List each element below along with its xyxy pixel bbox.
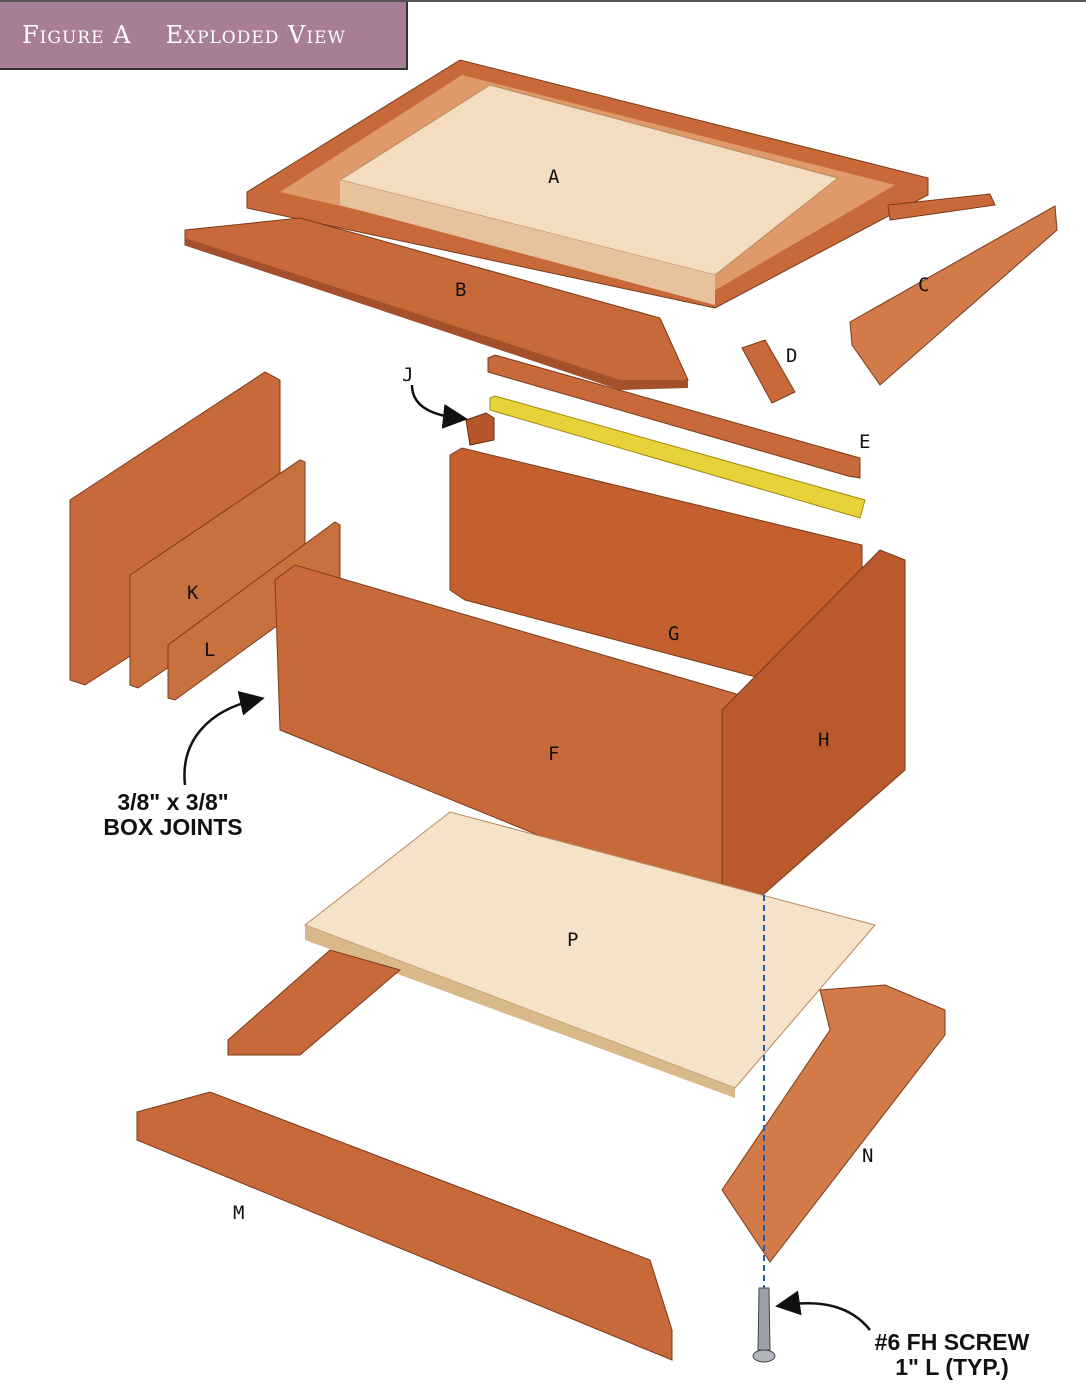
part-a-lid xyxy=(246,59,929,309)
label-a: A xyxy=(548,166,560,188)
part-m-rail xyxy=(136,1091,673,1361)
label-f: F xyxy=(548,743,559,765)
label-l: L xyxy=(204,639,215,661)
label-p: P xyxy=(567,929,578,951)
label-j: J xyxy=(402,364,413,386)
j-arrow xyxy=(410,384,468,429)
label-h: H xyxy=(818,729,829,751)
part-p-bottom xyxy=(303,811,876,1098)
part-e-strip xyxy=(487,354,861,479)
part-n-frame xyxy=(721,984,946,1263)
screw-icon xyxy=(752,1287,776,1363)
joints-arrow xyxy=(183,691,265,786)
label-m: M xyxy=(233,1202,244,1224)
figure-title-banner: Figure A Exploded View xyxy=(0,2,408,70)
label-k: K xyxy=(187,582,199,604)
label-g: G xyxy=(668,623,679,645)
label-b: B xyxy=(455,279,466,301)
part-d-block xyxy=(741,339,796,404)
top-rule xyxy=(0,0,1086,2)
screw-arrow xyxy=(775,1290,871,1331)
label-e: E xyxy=(859,431,870,453)
part-j-block xyxy=(465,412,495,446)
label-d: D xyxy=(786,345,797,367)
figure-title: Exploded View xyxy=(165,21,346,49)
joints-callout-line1: 3/8" x 3/8" xyxy=(117,789,228,815)
screw-callout-line2: 1" L (TYP.) xyxy=(895,1354,1009,1380)
figure-label: Figure A xyxy=(22,21,132,49)
part-c-rail xyxy=(849,205,1058,386)
piano-hinge xyxy=(489,395,866,519)
rear-base-rail xyxy=(227,949,402,1056)
joints-callout-line2: BOX JOINTS xyxy=(103,814,242,840)
label-n: N xyxy=(862,1145,873,1167)
screw-callout-line1: #6 FH SCREW xyxy=(875,1329,1030,1355)
label-c: C xyxy=(918,274,929,296)
